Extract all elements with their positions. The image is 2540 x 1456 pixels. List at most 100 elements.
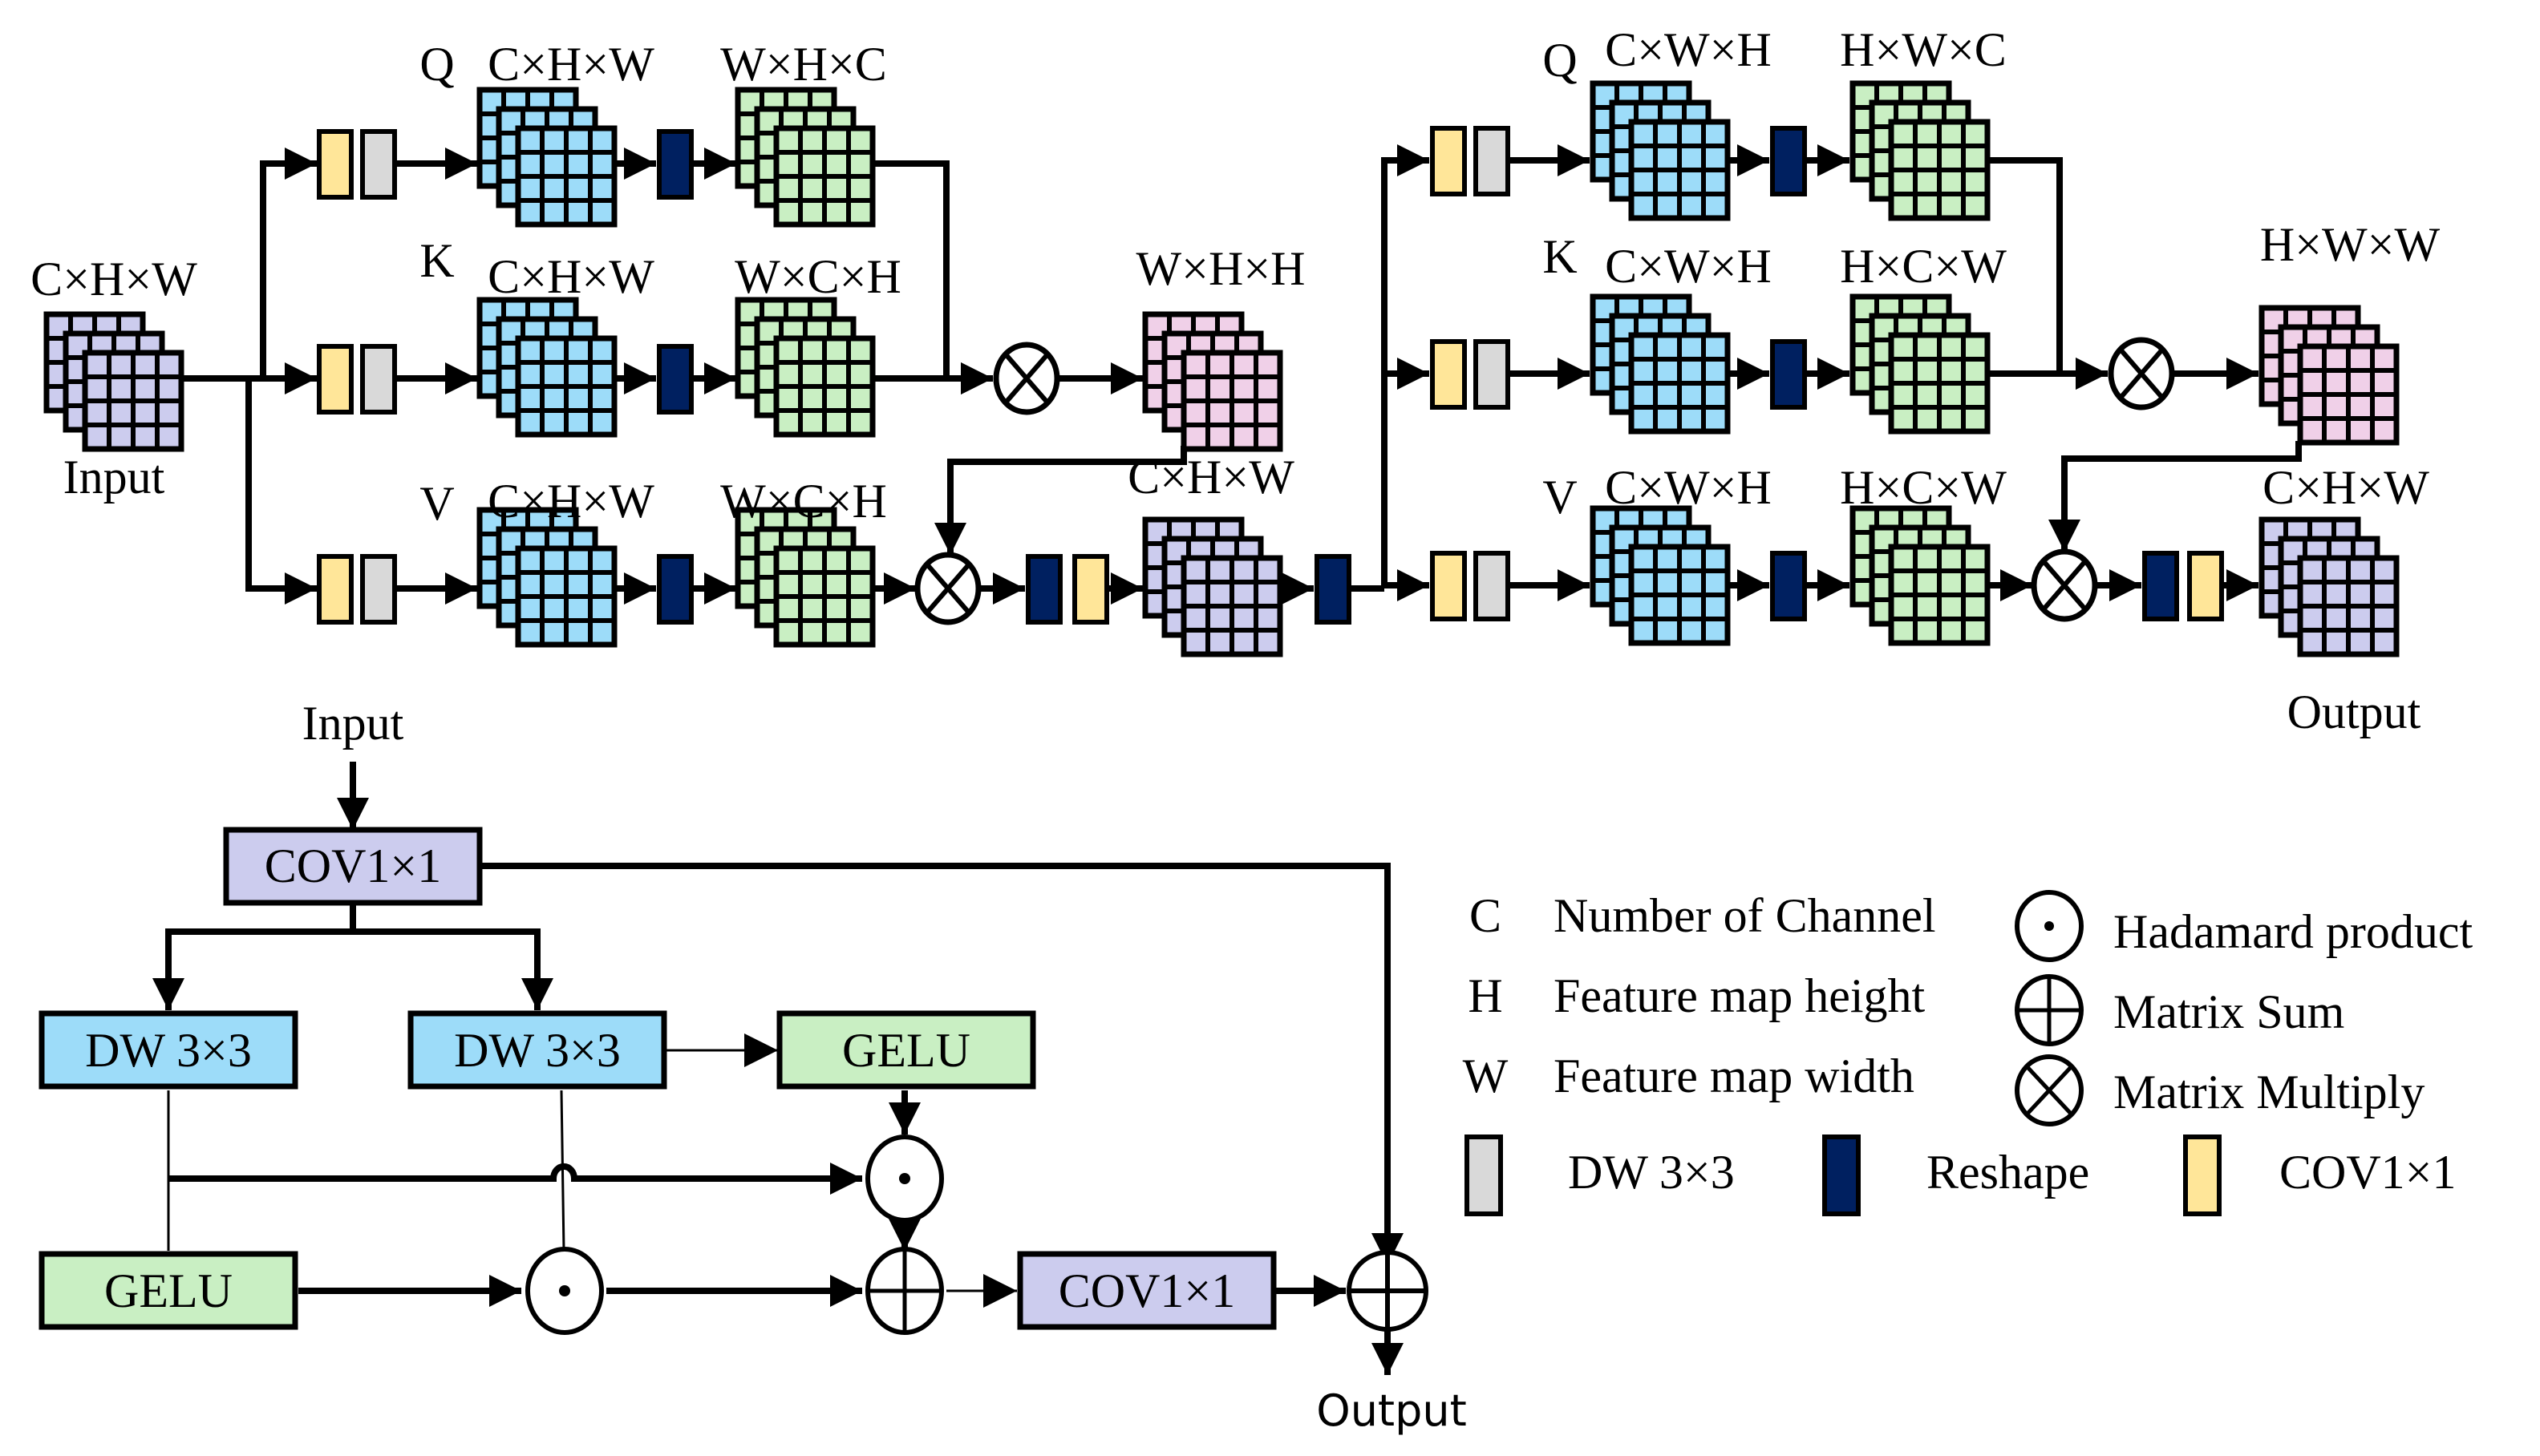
- stage1-v-letter: V: [419, 477, 454, 530]
- conv-block-icon: [1430, 551, 1467, 621]
- legend-matrix-multiply: Matrix Multiply: [2015, 1054, 2425, 1126]
- stage1-out-dims: C×H×W: [1128, 451, 1294, 504]
- ffn-gelu-top-label: GELU: [842, 1024, 970, 1077]
- stage1-v-tensor: [476, 507, 618, 648]
- stage1-k-dims2: W×C×H: [735, 250, 901, 303]
- conv-block-icon: [2183, 1134, 2222, 1216]
- matrix-sum-icon: [1347, 1250, 1428, 1332]
- branch-v: [245, 378, 317, 605]
- hadamard-icon: [2015, 890, 2084, 962]
- ffn-dw-left-label: DW 3×3: [85, 1024, 252, 1077]
- matrix-sum-icon: [865, 1247, 944, 1335]
- output-label: Output: [2287, 686, 2421, 738]
- legend-desc: DW 3×3: [1568, 1146, 1735, 1199]
- stage1-attn-to-vmult: [934, 446, 1187, 555]
- ffn-gelu-left: GELU: [38, 1251, 298, 1330]
- conv-block-icon: [317, 129, 354, 200]
- stage1-v-dims1: C×H×W: [488, 475, 654, 528]
- ffn-conv-bottom-label: COV1×1: [1059, 1264, 1236, 1317]
- hadamard-icon: [865, 1134, 944, 1223]
- stage1-q-letter: Q: [419, 38, 454, 91]
- hadamard-icon: [525, 1247, 604, 1335]
- legend-key: C: [1469, 889, 1501, 942]
- legend-key: W: [1463, 1050, 1509, 1102]
- stage2-k-letter: K: [1542, 230, 1577, 283]
- stage1-v-reshaped-tensor: [735, 507, 876, 648]
- conv-block-icon: [1072, 554, 1109, 625]
- ffn-dw-right-box: [407, 1010, 667, 1090]
- ffn-gelu-top-box: [776, 1010, 1036, 1090]
- ffn-branch-left: [152, 903, 356, 1010]
- ffn-dw-left: DW 3×3: [38, 1010, 298, 1090]
- legend-desc: Matrix Multiply: [2113, 1066, 2425, 1118]
- ffn-output-label: Output: [1316, 1385, 1467, 1436]
- stage2-v-tensor: [1590, 505, 1731, 646]
- legend-symbol-w: W Feature map width: [1463, 1050, 1914, 1102]
- stage1-v-dims2: W×C×H: [720, 475, 887, 528]
- legend: C Number of Channel H Feature map height…: [1463, 889, 2473, 1216]
- stage1-q-reshaped-tensor: [735, 87, 876, 228]
- ffn-skip-connection: [480, 863, 1404, 1265]
- stage1-q-dims1: C×H×W: [488, 38, 654, 91]
- stage2-v-dims2: H×C×W: [1840, 461, 2007, 514]
- matrix-multiply-icon: [2108, 337, 2175, 411]
- matrix-sum-icon: [2015, 974, 2084, 1046]
- stage2-v-dims1: C×W×H: [1605, 461, 1772, 514]
- stage1-k-tensor: [476, 297, 618, 438]
- dw-block-icon: [1473, 126, 1510, 196]
- reshape-block-icon: [1770, 126, 1807, 196]
- stage2-k-reshaped-tensor: [1849, 293, 1991, 435]
- dw-block-icon: [360, 554, 397, 625]
- stage2-out-dims: C×H×W: [2263, 461, 2429, 514]
- ffn-dw-left-box: [38, 1010, 298, 1090]
- stage1-output-tensor: [1142, 516, 1283, 657]
- ffn-dw-right-down: [560, 1090, 565, 1252]
- stage2-attn-dims: H×W×W: [2260, 218, 2441, 271]
- legend-desc: Feature map height: [1554, 969, 1926, 1022]
- ffn-gelu-left-label: GELU: [104, 1264, 233, 1317]
- ffn-dw-right-label: DW 3×3: [454, 1024, 621, 1077]
- ffn-input-label: Input: [302, 697, 404, 750]
- ffn-cross-line-hop: [168, 1163, 862, 1195]
- input-tensor: [43, 311, 184, 452]
- stage2-k-tensor: [1590, 293, 1731, 435]
- legend-desc: Feature map width: [1554, 1050, 1914, 1102]
- conv-block-icon: [1430, 339, 1467, 410]
- conv-block-icon: [317, 554, 354, 625]
- stage2-q-dims2: H×W×C: [1840, 23, 2007, 76]
- conv-block-icon: [1430, 126, 1467, 196]
- stage2-q-tensor: [1590, 80, 1731, 221]
- legend-conv: COV1×1: [2183, 1134, 2457, 1216]
- shapes: [43, 80, 2400, 657]
- ffn-diagram: Input COV1×1 DW 3×3 DW 3×3: [38, 697, 1467, 1436]
- stage2-attn-to-vmult: [2048, 441, 2302, 552]
- legend-desc: Number of Channel: [1554, 889, 1936, 942]
- legend-desc: Reshape: [1926, 1146, 2089, 1199]
- legend-hadamard: Hadamard product: [2015, 890, 2473, 962]
- branch-q: [260, 148, 317, 378]
- reshape-block-icon: [657, 554, 694, 625]
- stage1-attn-dims: W×H×H: [1136, 242, 1306, 295]
- ffn-dw-right: DW 3×3: [407, 1010, 667, 1090]
- ffn-conv-bottom: COV1×1: [1017, 1251, 1277, 1330]
- stage2-q-letter: Q: [1542, 34, 1577, 87]
- ffn-gelu-top: GELU: [776, 1010, 1036, 1090]
- stage2-v-letter: V: [1542, 471, 1577, 524]
- input-label: Input: [63, 451, 165, 504]
- stage1-q-dims2: W×H×C: [720, 38, 887, 91]
- legend-symbol-c: C Number of Channel: [1469, 889, 1936, 942]
- dw-block-icon: [360, 344, 397, 415]
- input-dims-label: C×H×W: [30, 253, 197, 305]
- dw-block-icon: [1464, 1134, 1503, 1216]
- stage1-k-letter: K: [419, 234, 454, 287]
- ffn-conv-top-box: [223, 827, 483, 906]
- reshape-block-icon: [1026, 554, 1063, 625]
- stage2-output-tensor: [2258, 516, 2400, 657]
- stage2-v-reshaped-tensor: [1849, 505, 1991, 646]
- reshape-block-icon: [1770, 339, 1807, 410]
- stage1-q-tensor: [476, 87, 618, 228]
- legend-desc: COV1×1: [2279, 1146, 2457, 1199]
- legend-desc: Hadamard product: [2113, 905, 2473, 958]
- reshape-block-icon: [657, 344, 694, 415]
